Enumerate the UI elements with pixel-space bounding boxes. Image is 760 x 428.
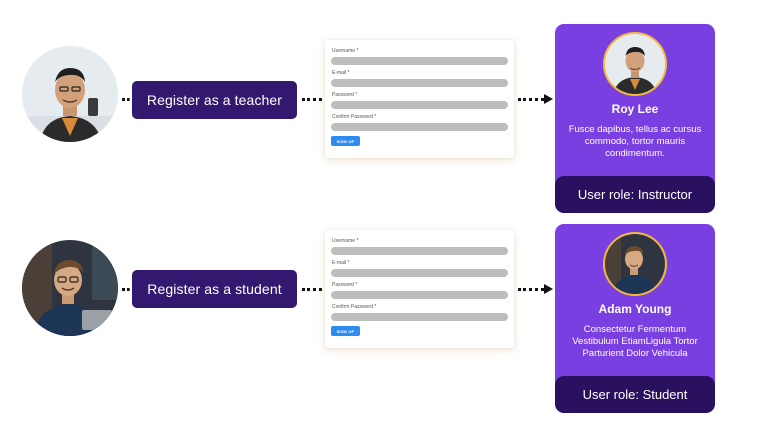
student-photo-icon [605, 234, 665, 294]
signup-button[interactable]: SIGN UP [331, 326, 360, 336]
username-input[interactable] [331, 57, 508, 65]
email-label: E-mail * [332, 70, 350, 76]
teacher-flow-row: Register as a teacher Username * E-mail … [0, 0, 760, 213]
user-avatar [603, 32, 667, 96]
password-input[interactable] [331, 291, 508, 299]
user-avatar [603, 232, 667, 296]
username-label: Username * [332, 48, 359, 54]
username-label: Username * [332, 238, 359, 244]
signup-button[interactable]: SIGN UP [331, 136, 360, 146]
user-name: Roy Lee [611, 102, 659, 116]
user-description: Consectetur Fermentum Vestibulum EtiamLi… [572, 324, 698, 359]
connector-dots [518, 98, 544, 101]
arrow-right-icon [544, 284, 553, 294]
email-input[interactable] [331, 269, 508, 277]
user-role-badge: User role: Student [555, 376, 715, 413]
student-avatar [22, 240, 118, 336]
signup-form-card: Username * E-mail * Password * Confirm P… [325, 230, 514, 348]
register-teacher-button[interactable]: Register as a teacher [132, 81, 297, 119]
student-photo-icon [22, 240, 118, 336]
password-label: Password * [332, 92, 358, 98]
user-profile-card: Roy Lee Fusce dapibus, tellus ac cursus … [555, 24, 715, 213]
teacher-photo-icon [605, 34, 665, 94]
register-student-button[interactable]: Register as a student [132, 270, 297, 308]
connector-dots [122, 288, 130, 291]
student-flow-row: Register as a student Username * E-mail … [0, 196, 760, 413]
connector-dots [518, 288, 544, 291]
password-input[interactable] [331, 101, 508, 109]
signup-form-card: Username * E-mail * Password * Confirm P… [325, 40, 514, 158]
confirm-password-input[interactable] [331, 123, 508, 131]
connector-dots [302, 288, 322, 291]
arrow-right-icon [544, 94, 553, 104]
confirm-password-input[interactable] [331, 313, 508, 321]
email-input[interactable] [331, 79, 508, 87]
user-description: Fusce dapibus, tellus ac cursus commodo,… [568, 124, 702, 159]
email-label: E-mail * [332, 260, 350, 266]
user-role-badge: User role: Instructor [555, 176, 715, 213]
password-label: Password * [332, 282, 358, 288]
user-profile-card: Adam Young Consectetur Fermentum Vestibu… [555, 224, 715, 413]
user-name: Adam Young [598, 302, 672, 316]
teacher-photo-icon [22, 46, 118, 142]
confirm-password-label: Confirm Password * [332, 304, 377, 310]
username-input[interactable] [331, 247, 508, 255]
confirm-password-label: Confirm Password * [332, 114, 377, 120]
teacher-avatar [22, 46, 118, 142]
connector-dots [122, 98, 130, 101]
connector-dots [302, 98, 322, 101]
